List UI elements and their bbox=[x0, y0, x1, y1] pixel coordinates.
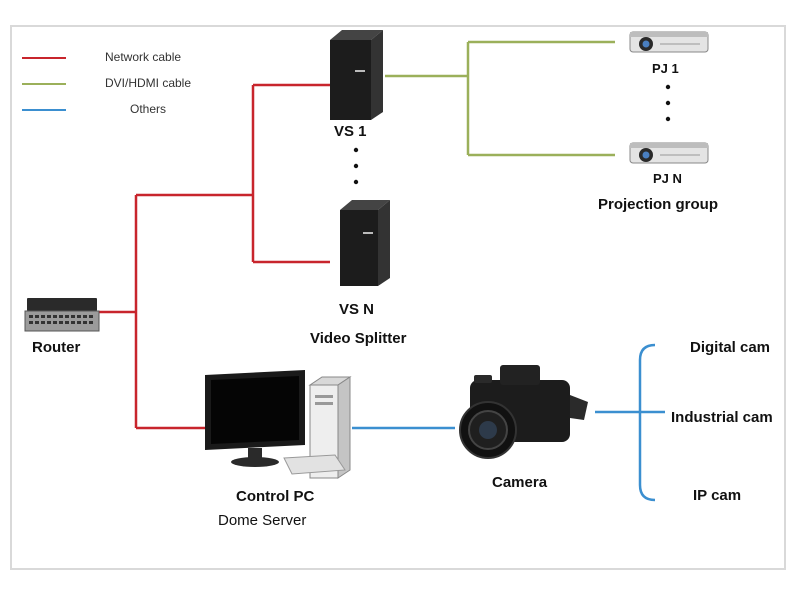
projector-ellipsis bbox=[665, 84, 671, 122]
router-label: Router bbox=[32, 339, 80, 356]
pjn-projector-icon bbox=[629, 142, 709, 164]
router-icon bbox=[24, 298, 100, 332]
ip-cam-label: IP cam bbox=[693, 487, 741, 504]
vsn-label: VS N bbox=[339, 301, 374, 318]
legend-network-label: Network cable bbox=[105, 50, 181, 64]
diagram-frame bbox=[10, 25, 786, 570]
legend: Network cable DVI/HDMI cable Others bbox=[22, 50, 191, 116]
dome-server-label: Dome Server bbox=[218, 512, 306, 529]
camera-branch-line bbox=[638, 343, 656, 502]
pjn-label: PJ N bbox=[653, 171, 682, 186]
pj1-label: PJ 1 bbox=[652, 61, 679, 76]
splitter-ellipsis bbox=[353, 147, 359, 185]
network-cables bbox=[98, 83, 330, 430]
other-cables bbox=[352, 343, 665, 502]
pj1-projector-icon bbox=[629, 31, 709, 53]
digital-cam-label: Digital cam bbox=[690, 339, 770, 356]
camera-label: Camera bbox=[492, 474, 548, 491]
legend-video-label: DVI/HDMI cable bbox=[105, 76, 191, 90]
video-cables bbox=[385, 40, 615, 157]
vs1-tower-icon bbox=[330, 30, 383, 120]
legend-others-label: Others bbox=[130, 102, 166, 116]
industrial-cam-label: Industrial cam bbox=[671, 409, 773, 426]
control-pc-label: Control PC bbox=[236, 488, 314, 505]
vs1-label: VS 1 bbox=[334, 123, 367, 140]
control-pc-icon bbox=[205, 370, 352, 479]
camera-icon bbox=[459, 365, 588, 459]
vsn-tower-icon bbox=[340, 200, 390, 286]
projection-group-label: Projection group bbox=[598, 196, 718, 213]
video-splitter-label: Video Splitter bbox=[310, 330, 407, 347]
